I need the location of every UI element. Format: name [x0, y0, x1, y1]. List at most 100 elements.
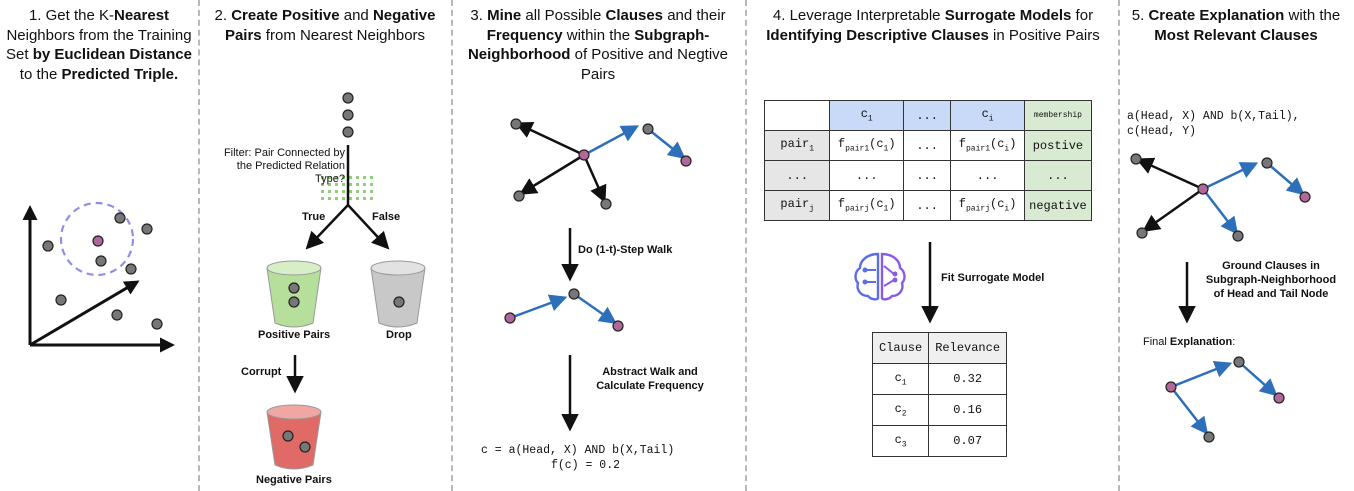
corrupt-label: Corrupt: [241, 366, 282, 378]
heading-text: 2.: [214, 7, 232, 24]
clause-line-1: a(Head, X) AND b(X,Tail),: [1127, 110, 1300, 123]
graph-node: [1261, 157, 1273, 169]
clause-line: c = a(Head, X) AND b(X,Tail): [481, 444, 675, 457]
panel-create-explanation: 5. Create Explanation with the Most Rele…: [1119, 0, 1354, 491]
table-cell: 0.16: [928, 394, 1008, 426]
fit-surrogate-label: Fit Surrogate Model: [941, 272, 1045, 284]
frequency-line: f(c) = 0.2: [551, 459, 621, 472]
pair-node: [288, 282, 300, 294]
false-arrow: [347, 204, 390, 250]
head-node: [1197, 183, 1209, 195]
data-point: [55, 294, 67, 306]
heading-text: of Positive and Negtive Pairs: [570, 46, 729, 83]
heading-text: and: [339, 7, 373, 24]
clause-frequency-table: c1 ... ci membership pair1 fpair1(c1) ..…: [763, 100, 1093, 221]
negative-bucket: [266, 404, 322, 470]
table-cell: ...: [902, 160, 952, 191]
panel4-heading: 4. Leverage Interpretable Surrogate Mode…: [754, 6, 1112, 45]
panel-divider-1: [198, 0, 200, 491]
drop-bucket: [370, 260, 426, 328]
table-cell: fpairj(c1): [829, 190, 904, 221]
table-header-cell: c1: [829, 100, 904, 131]
heading-text: to the: [19, 65, 62, 83]
graph-node: [600, 198, 612, 210]
walk-label: Do (1-t)-Step Walk: [578, 244, 673, 256]
heading-text: and their: [663, 7, 726, 24]
graph-node: [1232, 230, 1244, 242]
ground-text: Ground Clauses in Subgraph-Neighborhood …: [1205, 260, 1337, 300]
positive-bucket: [266, 260, 322, 328]
table-row: c3 0.07: [871, 425, 1008, 457]
heading-bold: by Euclidean Distance: [32, 46, 192, 63]
table-cell: c1: [871, 363, 930, 395]
pair-flow-diagram: [266, 92, 426, 470]
final-prefix: Final: [1143, 336, 1170, 348]
final-bold: Explanation: [1169, 336, 1233, 348]
heading-text: all Possible: [521, 7, 606, 24]
neighborhood-circle: [59, 201, 135, 277]
table-cell: ...: [763, 160, 831, 191]
pair-node: [299, 441, 311, 453]
table-cell: fpair1(ci): [950, 130, 1025, 161]
table-row: pair1 fpair1(c1) ... fpair1(ci) postive: [763, 130, 1093, 161]
table-cell: c3: [871, 425, 930, 457]
neighbor-node: [342, 126, 354, 138]
table-cell: fpairj(ci): [950, 190, 1025, 221]
data-point: [95, 255, 107, 267]
table-header-cell: [763, 100, 831, 131]
neighbor-node: [342, 92, 354, 104]
heading-bold: Negative Pairs: [224, 7, 436, 44]
clause-line-2: c(Head, Y): [1127, 125, 1197, 138]
table-cell: negative: [1023, 190, 1093, 221]
data-point: [151, 318, 163, 330]
final-explanation-label: Final Explanation:: [1143, 336, 1235, 348]
panel2-heading: 2. Create Positive and Negative Pairs fr…: [209, 6, 441, 45]
abstract-text: Abstract Walk and Calculate Frequency: [596, 366, 704, 392]
table-cell: 0.07: [928, 425, 1008, 457]
table-row: pairj fpairj(c1) ... fpairj(ci) negative: [763, 190, 1093, 221]
table-cell: pair1: [763, 130, 831, 161]
false-label: False: [372, 211, 401, 223]
explanation-diagram: [1130, 153, 1311, 443]
data-point: [42, 240, 54, 252]
heading-bold: Most Relevant Clauses: [1154, 26, 1318, 44]
filter-text: Filter: Pair Connected by the Predicted …: [223, 147, 345, 185]
heading-bold: Frequency: [486, 26, 563, 44]
table-header-row: Clause Relevance: [871, 332, 1008, 364]
true-arrow: [305, 204, 349, 250]
table-row: c2 0.16: [871, 394, 1008, 426]
neighbor-node: [342, 109, 354, 121]
filter-grid: [321, 176, 373, 200]
heading-text: within the: [562, 26, 635, 44]
table-cell: 0.32: [928, 363, 1008, 395]
walk-node: [612, 320, 624, 332]
walk-node: [504, 312, 516, 324]
panel-divider-3: [745, 0, 747, 491]
final-node: [1273, 392, 1285, 404]
predicted-triple-point: [92, 235, 104, 247]
heading-text: with the: [1284, 7, 1341, 24]
heading-bold: Nearest: [114, 7, 170, 24]
panel-create-pairs: 2. Create Positive and Negative Pairs fr…: [199, 0, 451, 491]
table-header-cell: ...: [902, 100, 952, 131]
final-node: [1203, 431, 1215, 443]
diagonal-axis: [29, 280, 140, 347]
heading-text: 5.: [1131, 7, 1149, 24]
drop-label: Drop: [386, 329, 412, 341]
final-suffix: :: [1232, 336, 1236, 348]
heading-text: for: [1071, 7, 1094, 24]
heading-text: Neighbors from the Training Set: [6, 26, 192, 64]
surrogate-diagram: [854, 242, 939, 324]
heading-text: 4. Leverage Interpretable: [772, 7, 945, 24]
tail-node: [1299, 191, 1311, 203]
table-cell: ...: [902, 130, 952, 161]
panel-nearest-neighbors: 1. Get the K-Nearest Neighbors from the …: [0, 0, 198, 491]
table-cell: c2: [871, 394, 930, 426]
table-header-row: c1 ... ci membership: [763, 100, 1093, 131]
heading-bold: Create Positive: [231, 7, 340, 24]
data-point: [141, 223, 153, 235]
panel-surrogate-models: 4. Leverage Interpretable Surrogate Mode…: [746, 0, 1118, 491]
graph-node: [510, 118, 522, 130]
panel1-heading: 1. Get the K-Nearest Neighbors from the …: [4, 6, 194, 84]
panel-divider-4: [1118, 0, 1120, 491]
